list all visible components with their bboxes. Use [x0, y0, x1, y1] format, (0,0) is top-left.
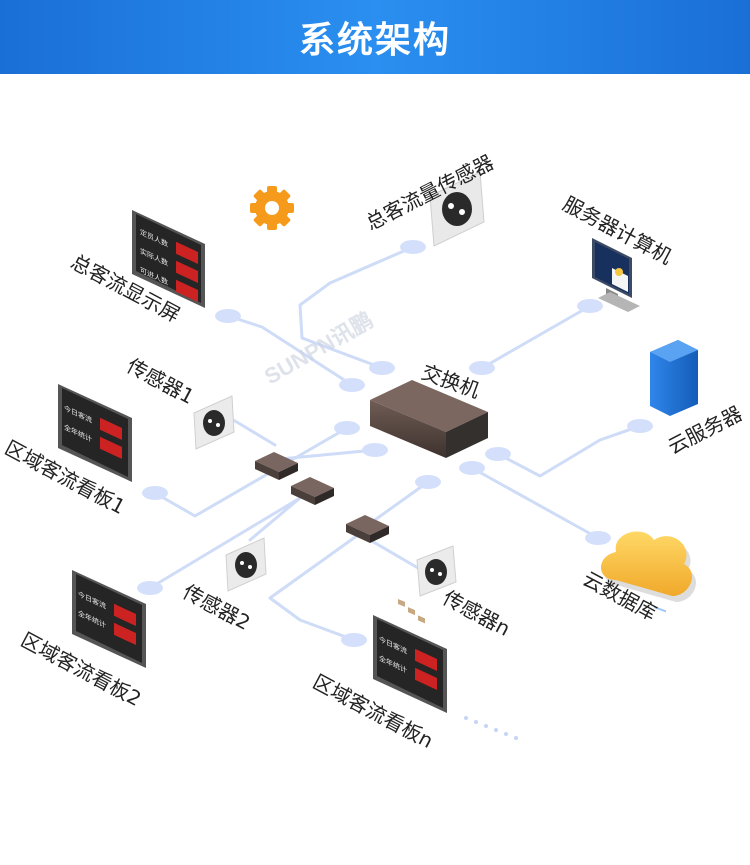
continuation-dots — [464, 716, 518, 740]
connection-lines — [148, 245, 642, 642]
hub-device-1 — [255, 452, 298, 480]
hub-device-3 — [346, 515, 389, 543]
led-readout — [176, 279, 198, 303]
sensor-n-device — [416, 545, 457, 597]
cloud-server-device — [650, 340, 698, 613]
sensor-1-device — [193, 395, 235, 450]
switch-device — [370, 380, 488, 624]
page-title: 系统架构 — [298, 20, 451, 61]
led-readout — [114, 603, 136, 627]
led-readout — [114, 622, 136, 646]
led-readout — [176, 241, 198, 265]
led-readout — [176, 260, 198, 284]
led-readout — [415, 667, 437, 691]
header-bar: 系统架构 — [0, 0, 750, 74]
watermark: SUNPN讯鹏 — [260, 307, 377, 389]
server-computer-device — [592, 238, 640, 312]
total-sensor-device — [429, 171, 485, 247]
led-readout — [100, 417, 122, 441]
led-readout — [415, 648, 437, 672]
hub-device-2 — [291, 477, 334, 505]
led-readout — [100, 436, 122, 460]
sensor-2-device — [225, 537, 267, 592]
cloud-db-icon — [601, 531, 697, 602]
gear-icon — [250, 186, 294, 230]
connection-dots — [137, 240, 653, 647]
